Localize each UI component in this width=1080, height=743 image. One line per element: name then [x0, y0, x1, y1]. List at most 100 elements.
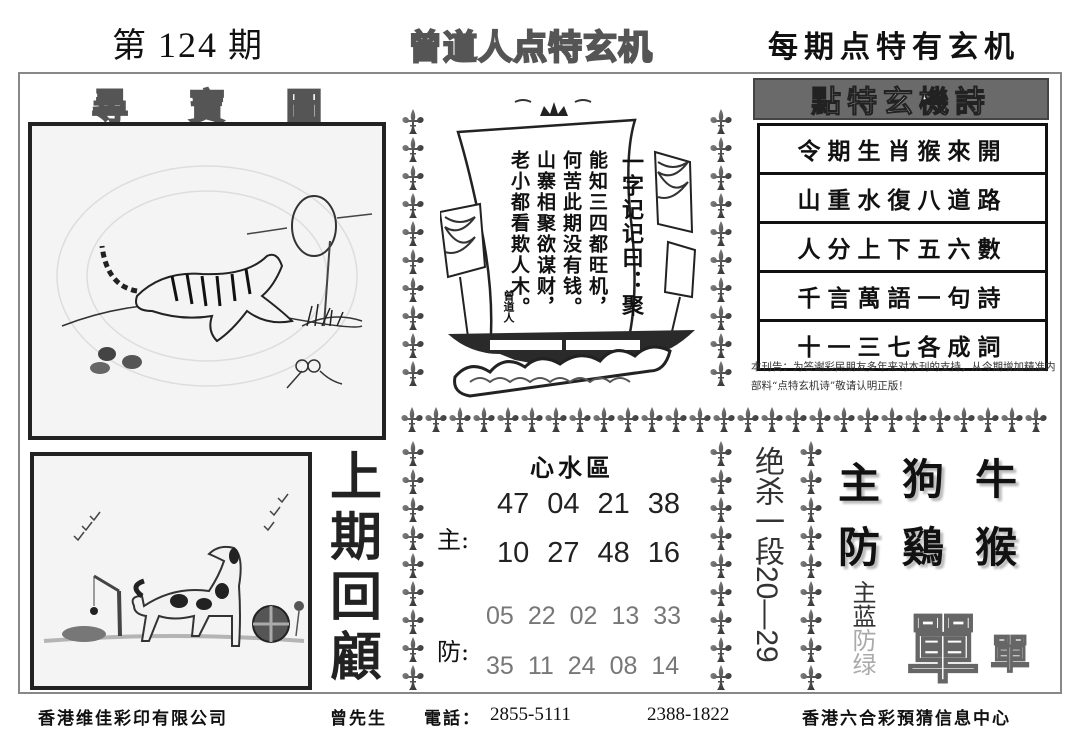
fleur-de-lis-icon — [424, 406, 448, 434]
main-number: 47 — [497, 488, 530, 520]
review-title-char: 期 — [330, 508, 383, 568]
numbers-zone-title: 心水區 — [530, 453, 614, 482]
fleur-de-lis-icon — [688, 406, 712, 434]
fleur-de-lis-icon — [712, 406, 736, 434]
fleur-de-lis-icon — [401, 164, 425, 192]
secret-poem-line: 人分上下五六數 — [760, 224, 1045, 273]
fleur-de-lis-icon — [709, 580, 733, 608]
last-review-title: 上 期 回 顧 — [330, 448, 382, 688]
fleur-de-lis-icon — [709, 496, 733, 524]
footer-phone-1: 2855-5111 — [490, 704, 571, 726]
fleur-de-lis-icon — [799, 440, 823, 468]
fleur-de-lis-icon — [709, 440, 733, 468]
footer-company: 香港维佳彩印有限公司 — [38, 709, 228, 729]
tiger-illustration — [28, 122, 386, 440]
defense-number: 14 — [651, 652, 680, 680]
fleur-de-lis-icon — [592, 406, 616, 434]
ship-poem-title: 一字记记曰：聚 — [618, 150, 644, 318]
fleur-de-lis-icon — [709, 192, 733, 220]
defense-number: 08 — [609, 652, 638, 680]
phone-number-2: 2388-1822 — [647, 704, 730, 725]
main-numbers-row-1: 47 04 21 38 — [497, 488, 680, 521]
main-number: 16 — [647, 537, 681, 569]
footer-phone-label: 電話： — [424, 709, 481, 729]
fleur-de-lis-icon — [1024, 406, 1048, 434]
ship-poem-column: 何苦此期没有钱。 — [560, 150, 582, 318]
zodiac-defense-label: 防 — [838, 523, 881, 572]
secret-poem-lines: 令期生肖猴來開 山重水復八道路 人分上下五六數 千言萬語一句詩 十一三七各成詞 — [757, 123, 1048, 371]
phone-number-1: 2855-5111 — [490, 704, 571, 725]
ship-poem-text: 一字记记曰：聚 能知三四都旺机， 何苦此期没有钱。 山寨相聚欲谋财， 老小都看欺… — [508, 150, 644, 318]
fleur-de-lis-icon — [952, 406, 976, 434]
treasure-map-title: 尋 寶 圖 — [91, 78, 323, 130]
fleur-de-lis-icon — [401, 664, 425, 692]
defense-number: 02 — [569, 602, 598, 630]
fleur-de-lis-icon — [799, 524, 823, 552]
fleur-de-lis-icon — [856, 406, 880, 434]
treasure-title-char: 寶 — [188, 86, 226, 129]
fleur-de-lis-icon — [799, 496, 823, 524]
defense-number: 35 — [486, 652, 514, 680]
zodiac-defense-pick: 猴 — [975, 523, 1018, 572]
fleur-de-lis-icon — [401, 108, 425, 136]
main-number: 38 — [647, 488, 681, 520]
zodiac-main-pick: 狗 — [902, 455, 945, 504]
slogan: 每期点特有玄机 — [768, 30, 1020, 65]
fleur-de-lis-icon — [808, 406, 832, 434]
fleur-de-lis-icon — [401, 136, 425, 164]
color-hint-defense: 防绿 — [848, 628, 876, 676]
fleur-de-lis-icon — [520, 406, 544, 434]
review-title-char: 上 — [330, 448, 383, 508]
ship-poem-signature: 曾道人 — [502, 290, 515, 323]
fleur-de-lis-icon — [640, 406, 664, 434]
footer-contact: 曾先生 — [330, 709, 387, 729]
fleur-de-lis-icon — [709, 360, 733, 388]
issue-prefix: 第 — [112, 26, 148, 66]
fleur-de-lis-icon — [401, 248, 425, 276]
fleur-de-lis-icon — [709, 248, 733, 276]
fleur-de-lis-icon — [760, 406, 784, 434]
fleur-de-lis-icon — [401, 304, 425, 332]
fleur-de-lis-icon — [401, 608, 425, 636]
defense-number: 05 — [486, 602, 514, 630]
fleur-de-lis-icon — [400, 406, 424, 434]
main-number: 21 — [597, 488, 630, 520]
fleur-border-left-top — [400, 108, 426, 388]
dog-illustration — [30, 452, 312, 690]
fleur-border-right-bottom — [798, 440, 824, 692]
issue-suffix: 期 — [228, 26, 264, 66]
fleur-de-lis-icon — [472, 406, 496, 434]
defense-number: 22 — [527, 602, 556, 630]
fleur-border-left-bottom — [400, 440, 426, 692]
defense-number: 13 — [611, 602, 640, 630]
fleur-de-lis-icon — [568, 406, 592, 434]
review-title-char: 回 — [330, 568, 383, 628]
outer-frame — [18, 72, 1062, 694]
fleur-de-lis-icon — [401, 220, 425, 248]
fleur-de-lis-icon — [448, 406, 472, 434]
fleur-de-lis-icon — [799, 664, 823, 692]
defense-number: 33 — [653, 602, 682, 630]
fleur-de-lis-icon — [709, 664, 733, 692]
defense-numbers-label: 防: — [437, 638, 470, 666]
odd-even-small: 單 — [989, 631, 1031, 679]
fleur-de-lis-icon — [544, 406, 568, 434]
fleur-de-lis-icon — [709, 636, 733, 664]
secret-poem-line: 令期生肖猴來開 — [760, 126, 1045, 175]
kill-segment-text: 绝杀一段20—29 — [750, 446, 783, 663]
fleur-de-lis-icon — [799, 608, 823, 636]
fleur-de-lis-icon — [664, 406, 688, 434]
footer-phone-2: 2388-1822 — [647, 704, 729, 726]
zodiac-defense-pick: 鷄 — [902, 523, 945, 572]
main-numbers-row-2: 10 27 48 16 — [497, 537, 680, 570]
fleur-de-lis-icon — [709, 608, 733, 636]
fleur-de-lis-icon — [401, 360, 425, 388]
fleur-de-lis-icon — [401, 192, 425, 220]
fleur-de-lis-icon — [1000, 406, 1024, 434]
secret-poem-line: 千言萬語一句詩 — [760, 273, 1045, 322]
fleur-de-lis-icon — [709, 524, 733, 552]
color-hint-main: 主蓝 — [848, 580, 876, 628]
zodiac-main-pick: 牛 — [975, 455, 1018, 504]
main-numbers-label: 主: — [437, 526, 470, 554]
